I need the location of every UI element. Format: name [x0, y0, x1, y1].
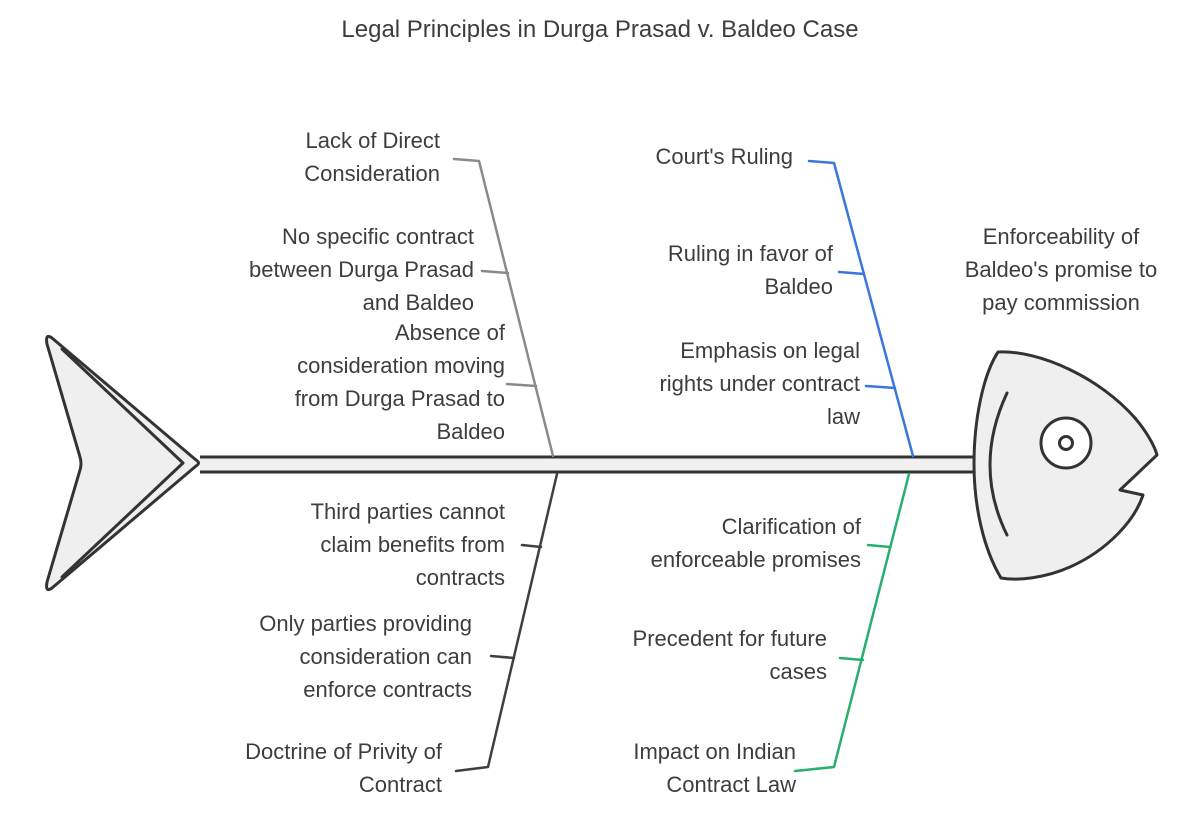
cause-tick	[480, 269, 510, 275]
branch-lack-of-consideration	[452, 157, 555, 458]
cause-tick	[489, 654, 516, 660]
gill-line	[988, 391, 1009, 537]
category-label-courts-ruling: Court's Ruling	[655, 144, 793, 169]
branch-line	[807, 159, 915, 458]
tail-shape	[45, 335, 200, 591]
tail-accent-line	[60, 347, 185, 579]
branch-courts-ruling	[807, 159, 915, 458]
branch-doctrine-of-privity	[454, 472, 559, 773]
branch-line	[793, 472, 911, 773]
effect-label: Enforceability of Baldeo's promise to pa…	[964, 224, 1158, 315]
cause-label: Precedent for future cases	[632, 626, 827, 684]
category-label-doctrine-of-privity: Doctrine of Privity of Contract	[245, 739, 442, 797]
cause-tick	[838, 656, 865, 662]
cause-label: Emphasis on legal rights under contract …	[659, 338, 860, 429]
cause-tick	[520, 543, 543, 549]
cause-label: No specific contract between Durga Prasa…	[248, 224, 474, 315]
cause-label: Clarification of enforceable promises	[650, 514, 861, 572]
diagram-title: Legal Principles in Durga Prasad v. Bald…	[341, 16, 859, 43]
cause-label: Ruling in favor of Baldeo	[667, 241, 833, 299]
branch-line	[452, 157, 555, 458]
spine	[200, 455, 985, 474]
cause-label: Third parties cannot claim benefits from…	[310, 499, 505, 590]
cause-tick	[505, 382, 538, 388]
cause-tick	[864, 384, 897, 390]
category-label-lack-of-consideration: Lack of Direct Consideration	[304, 128, 440, 186]
cause-label: Absence of consideration moving from Dur…	[294, 320, 505, 444]
fish-tail	[45, 335, 200, 591]
branch-impact-contract-law	[793, 472, 911, 773]
spine-fill	[200, 458, 985, 471]
cause-tick	[866, 543, 892, 549]
cause-label: Only parties providing consideration can…	[259, 611, 472, 702]
branch-line	[454, 472, 559, 773]
fish-head	[972, 350, 1159, 581]
category-label-impact-contract-law: Impact on Indian Contract Law	[633, 739, 796, 797]
cause-tick	[837, 270, 866, 276]
fish-eye-pupil	[1058, 435, 1074, 451]
